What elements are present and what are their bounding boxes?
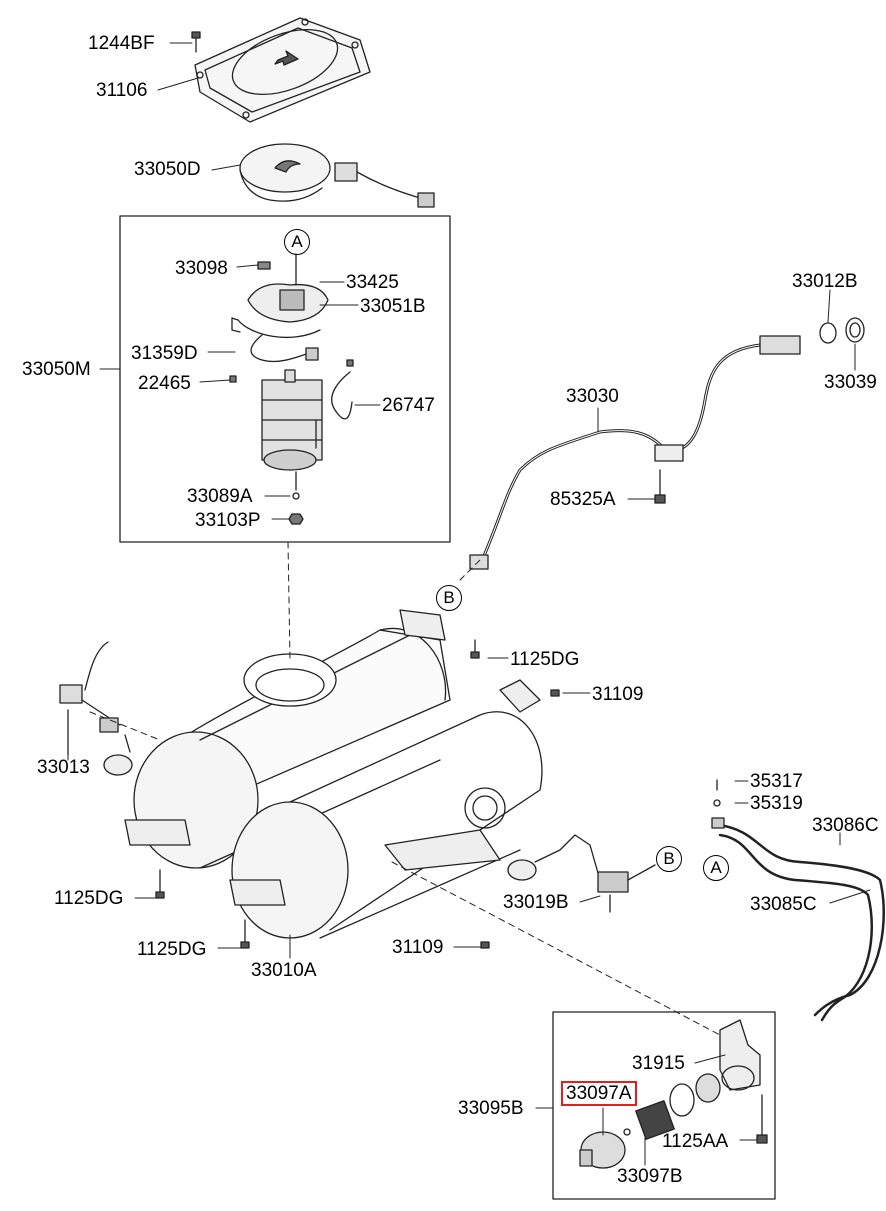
label-31915: 31915	[632, 1053, 685, 1074]
label-33050m: 33050M	[22, 359, 91, 380]
tank-sender-part	[59, 641, 133, 776]
sender-cover-part	[239, 143, 435, 208]
label-31109-bottom: 31109	[392, 937, 444, 958]
fuel-return-lines-part	[711, 779, 885, 1022]
marker-b-pipe: B	[436, 585, 462, 611]
label-33098: 33098	[175, 258, 228, 279]
label-33097a-highlighted: 33097A	[561, 1081, 637, 1106]
label-1125aa: 1125AA	[662, 1131, 729, 1152]
cover-plate-part	[194, 17, 371, 123]
fuel-tank-part	[124, 609, 560, 949]
label-33425: 33425	[346, 272, 399, 293]
label-33086c: 33086C	[812, 815, 879, 836]
label-33012b: 33012B	[792, 271, 858, 292]
bolt-1244bf-part	[191, 31, 201, 53]
label-33030: 33030	[566, 386, 619, 407]
label-35319: 35319	[750, 793, 803, 814]
label-35317: 35317	[750, 771, 803, 792]
fuel-filter-assembly-box	[552, 1011, 776, 1200]
valve-33019b-part	[507, 834, 656, 913]
label-33089a: 33089A	[187, 486, 253, 507]
label-33039: 33039	[824, 372, 877, 393]
label-26747: 26747	[382, 395, 435, 416]
label-33103p: 33103P	[195, 510, 261, 531]
marker-a-right: A	[703, 855, 729, 881]
label-1244bf: 1244BF	[88, 33, 155, 54]
label-85325a: 85325A	[550, 489, 616, 510]
fuel-filter-part	[579, 1019, 768, 1169]
marker-a-top: A	[284, 229, 310, 255]
label-31359d: 31359D	[131, 343, 198, 364]
label-1125dg-bottom: 1125DG	[137, 939, 207, 960]
label-33010a: 33010A	[251, 960, 317, 981]
label-31106: 31106	[96, 80, 148, 101]
label-33097b: 33097B	[617, 1166, 683, 1187]
label-1125dg-top: 1125DG	[510, 649, 580, 670]
label-33085c: 33085C	[750, 894, 817, 915]
label-33013: 33013	[37, 757, 90, 778]
label-33019b: 33019B	[503, 892, 569, 913]
label-22465: 22465	[138, 373, 191, 394]
label-33050d: 33050D	[134, 159, 201, 180]
fuel-pump-assembly-box	[119, 215, 451, 543]
marker-b-valve: B	[656, 846, 682, 872]
fuel-feed-pipe-part	[469, 317, 865, 570]
fuel-pump-module-part	[229, 253, 354, 525]
label-1125dg-left: 1125DG	[54, 888, 124, 909]
label-33095b: 33095B	[458, 1098, 524, 1119]
label-31109-top: 31109	[592, 684, 644, 705]
label-33051b: 33051B	[360, 296, 426, 317]
